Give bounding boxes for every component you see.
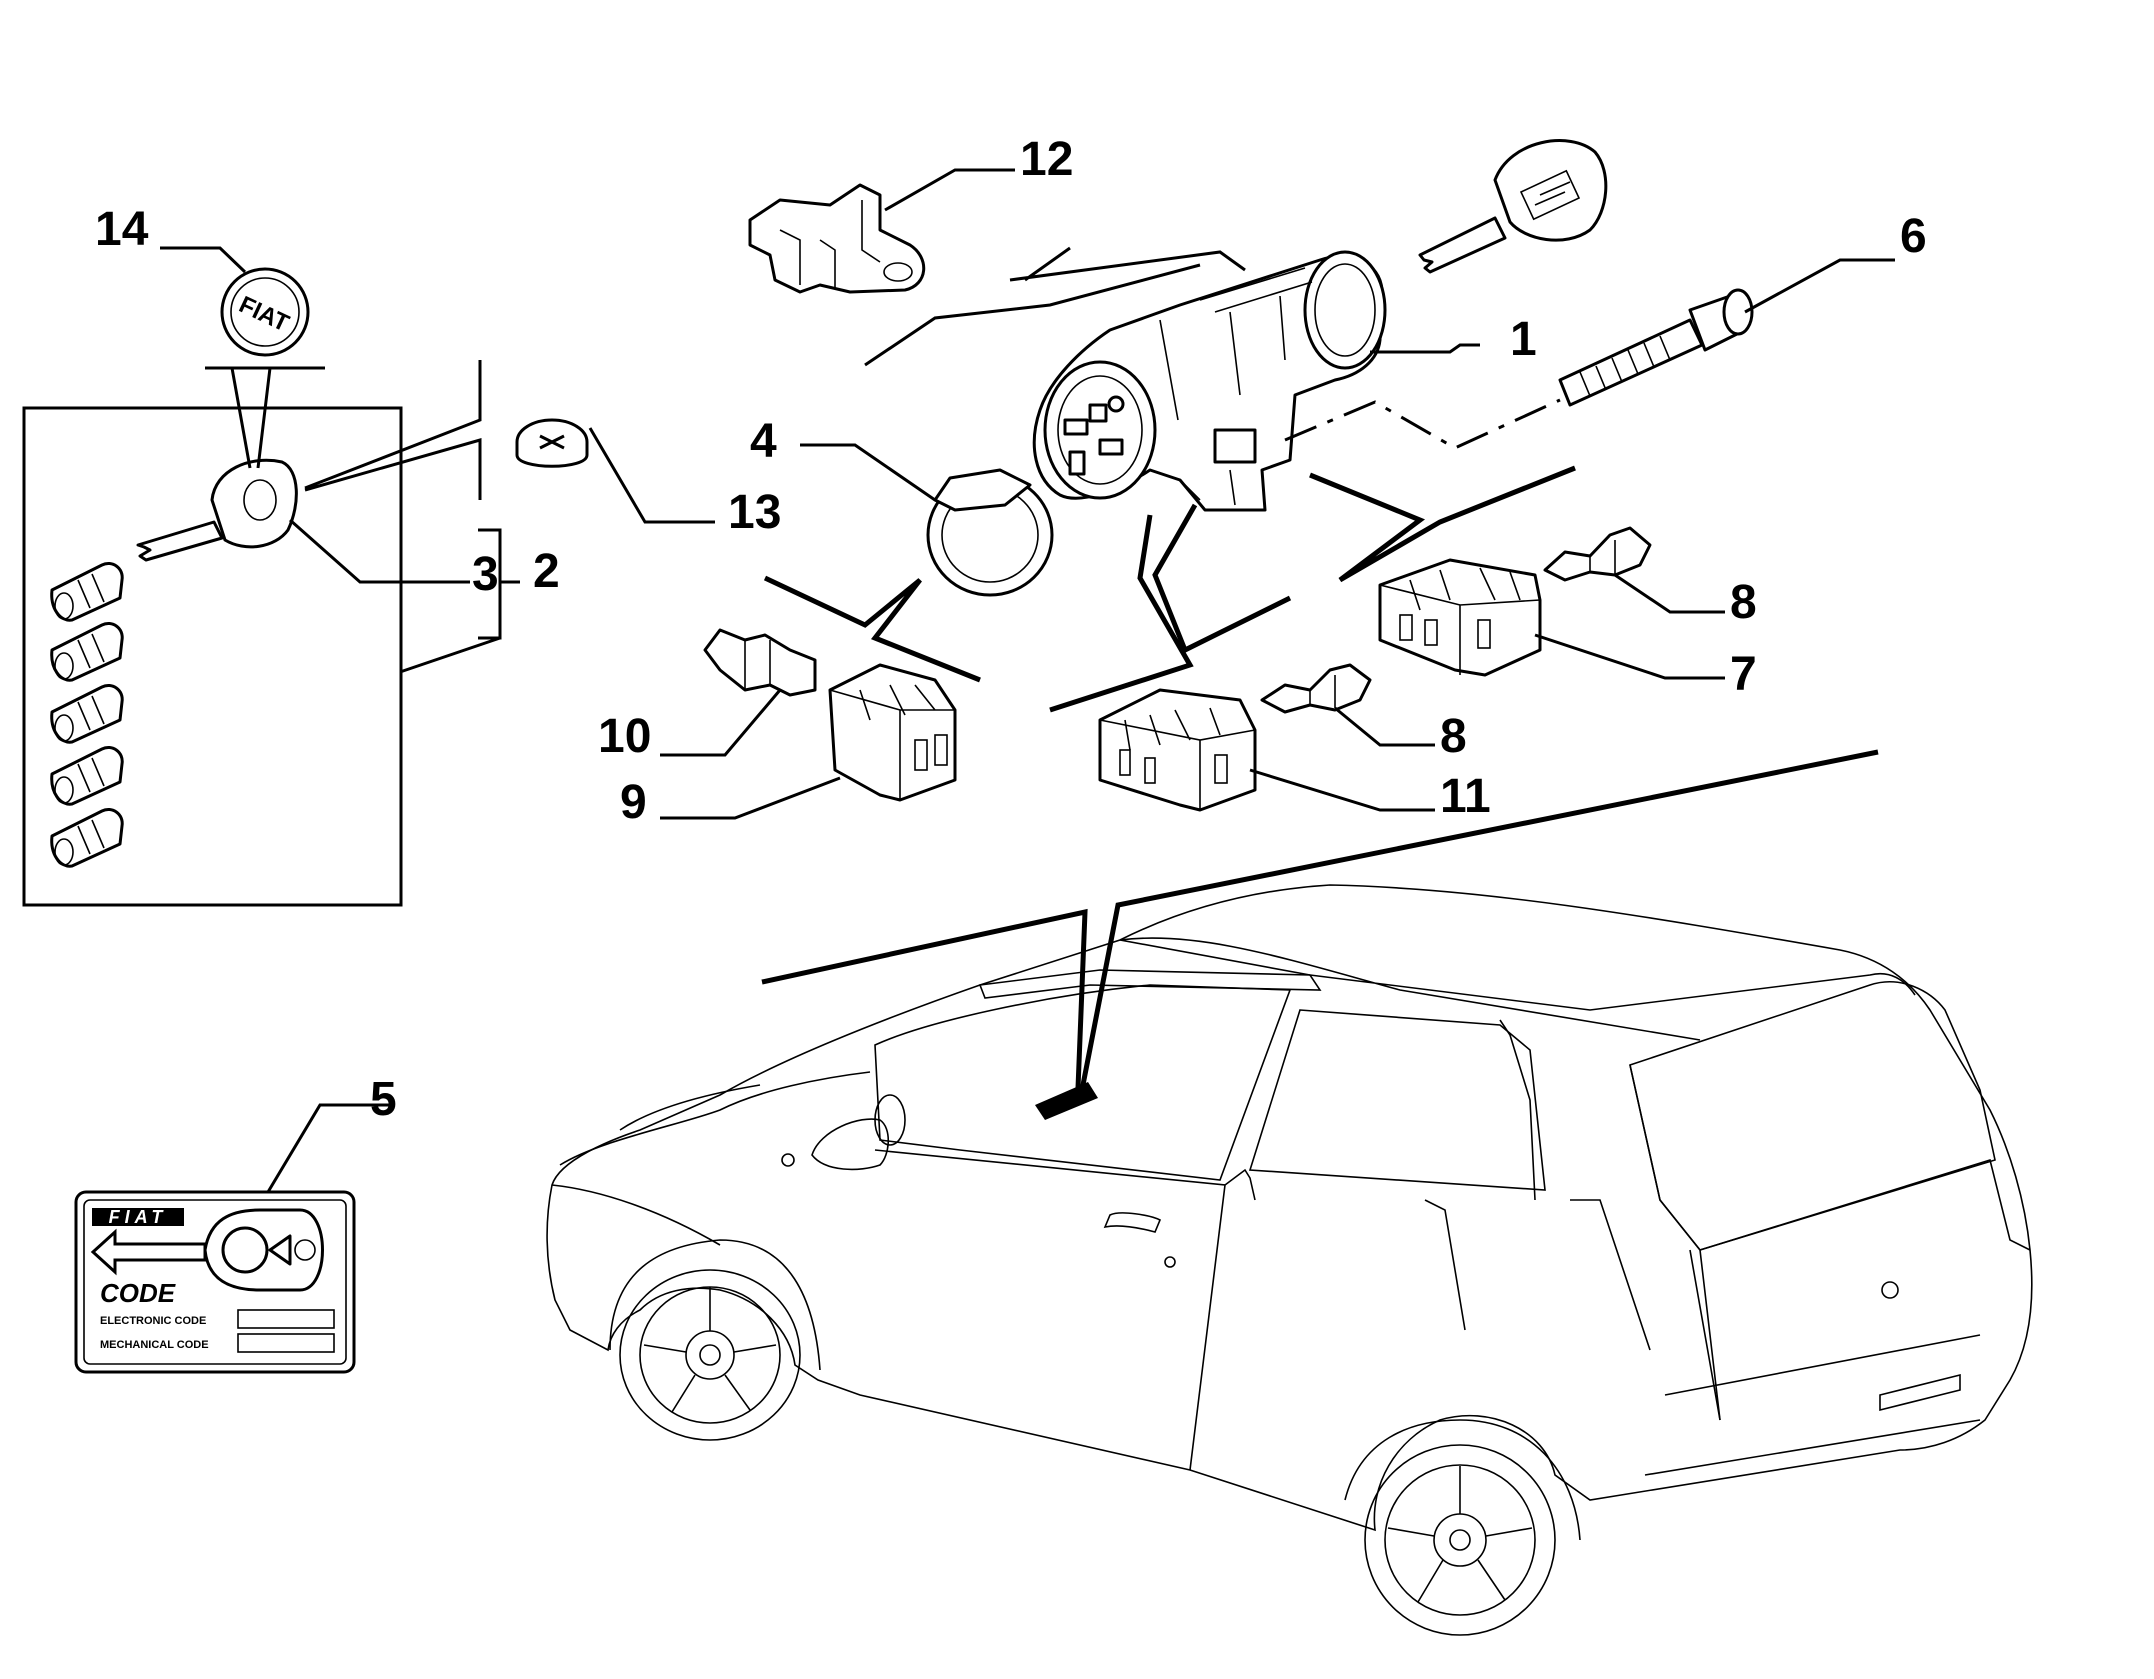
callout-7: 7 [1730,648,1757,701]
callout-11: 11 [1440,770,1491,823]
callout-12: 12 [1020,133,1073,186]
part-12-bracket [748,183,926,294]
callout-8-upper: 8 [1730,576,1757,629]
leader-14 [160,246,247,274]
callout-4: 4 [750,415,777,468]
callout-5: 5 [370,1073,397,1126]
card-title: CODE [100,1278,176,1308]
card-brand: FIAT [109,1207,168,1227]
lock-cylinders [50,562,124,868]
ignition-key [1418,139,1608,274]
part-10-terminal [703,628,817,697]
callout-8-lower: 8 [1440,710,1467,763]
part-13-bushing [515,418,589,468]
part-5-code-card: FIAT CODE ELECTRONIC CODE MECHANICAL COD… [74,1190,356,1374]
part-4-ring [926,468,1054,597]
part-8-terminal-lower [1260,663,1372,714]
part-6-screw [1558,288,1754,407]
callout-labels: 1 2 3 4 5 6 7 8 8 9 10 11 12 13 14 [95,133,1927,1126]
callout-10: 10 [598,710,651,763]
part-1-ignition-switch [1032,250,1387,512]
callout-9: 9 [620,776,647,829]
part-7-connector [1378,558,1542,677]
callout-6: 6 [1900,210,1927,263]
callout-3: 3 [472,548,499,601]
part-14-badge: FIAT [220,267,310,357]
callout-2: 2 [533,545,560,598]
card-electronic-label: ELECTRONIC CODE [100,1315,206,1327]
part-8-terminal-upper [1543,526,1652,582]
part-9-connector [828,663,957,802]
callout-13: 13 [728,486,781,539]
car-outline [546,749,2033,1636]
card-mechanical-label: MECHANICAL CODE [100,1339,209,1351]
part-3-key [136,458,298,562]
callout-14: 14 [95,203,149,256]
part-2-lock-kit [22,406,403,907]
part-11-connector [1098,688,1257,812]
callout-1: 1 [1510,313,1537,366]
